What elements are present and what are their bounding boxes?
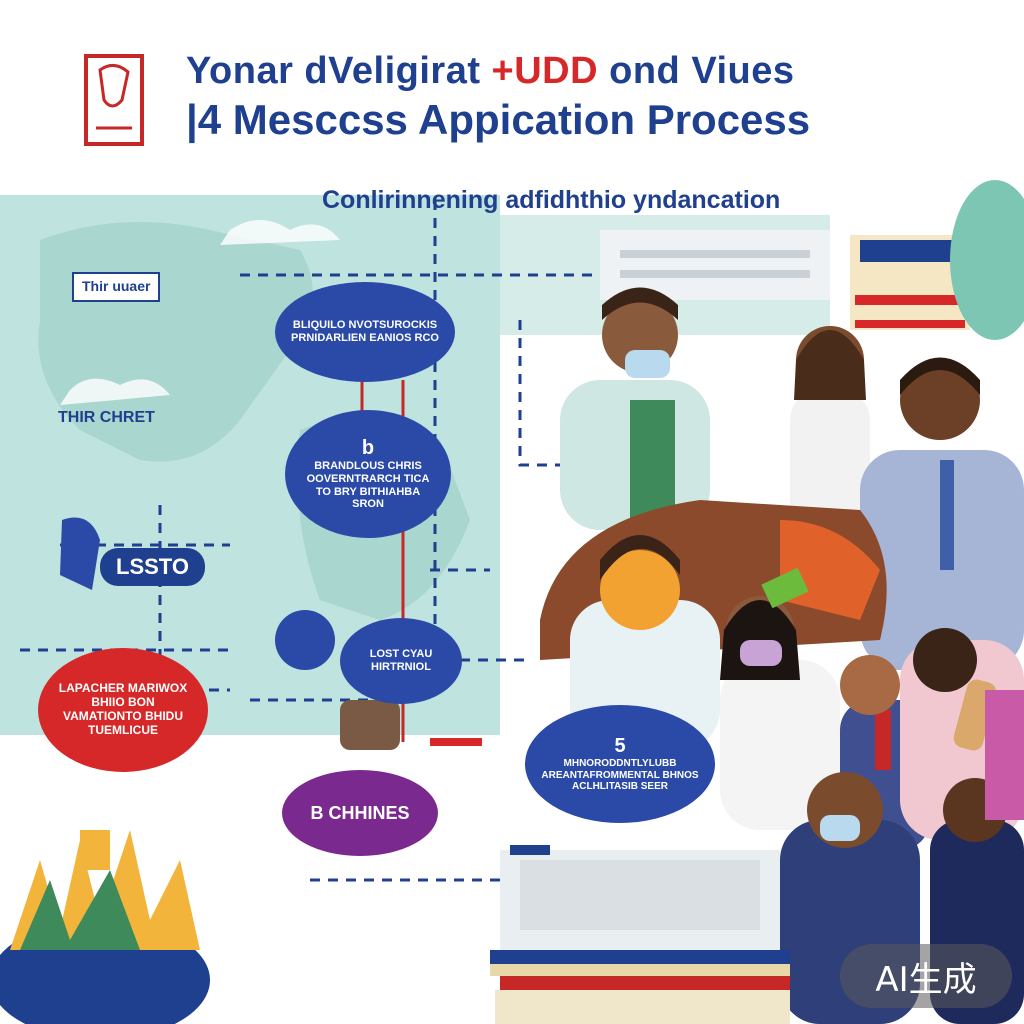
step-bubble-2-text: BRANDLOUS CHRIS OOVERNTRARCH TICA TO BRY… bbox=[306, 460, 430, 511]
map-cloud bbox=[60, 378, 170, 405]
page-title-line-1: Yonar dVeligirat +UDD ond Viues bbox=[186, 50, 795, 93]
title-accent: +UDD bbox=[491, 50, 599, 92]
title-part-2: ond Viues bbox=[598, 50, 795, 92]
ai-generated-watermark: AI生成 bbox=[840, 944, 1012, 1008]
step-bubble-5-text: MHNORODDNTLYLUBB AREANTAFROMMENTAL BHNOS… bbox=[541, 758, 699, 793]
red-bubble-text: LAPACHER MARIWOX BHIIO BON VAMATIONTO BH… bbox=[58, 681, 188, 737]
step-bubble-3-text: LOST CYAU HIRTRNIOL bbox=[369, 648, 433, 673]
red-bar bbox=[430, 738, 482, 746]
step-bubble-1: BLIQUILO NVOTSUROCKIS PRNIDARLIEN EANIOS… bbox=[275, 282, 455, 382]
page-title-line-2: |4 Mesccss Appication Process bbox=[186, 96, 811, 143]
map-label-a: Thir uuaer bbox=[72, 272, 161, 302]
logo-emblem bbox=[84, 54, 144, 146]
step-bubble-2-number: b bbox=[361, 437, 375, 460]
step-bubble-1-text: BLIQUILO NVOTSUROCKIS PRNIDARLIEN EANIOS… bbox=[291, 319, 439, 344]
plant-illustration bbox=[0, 830, 210, 1024]
step-bubble-5: 5 MHNORODDNTLYLUBB AREANTAFROMMENTAL BHN… bbox=[525, 705, 715, 823]
step-bubble-5-number: 5 bbox=[614, 735, 626, 758]
step-bubble-2: b BRANDLOUS CHRIS OOVERNTRARCH TICA TO B… bbox=[285, 410, 451, 538]
step-bubble-3: LOST CYAU HIRTRNIOL bbox=[340, 618, 462, 704]
purple-bubble-text: B CHHINES bbox=[310, 802, 410, 823]
purple-bubble: B CHHINES bbox=[282, 770, 438, 856]
tree bbox=[950, 180, 1024, 340]
map-label-c: LSSTO bbox=[100, 548, 205, 586]
crowd bbox=[540, 287, 1024, 1024]
map-label-b: THIR CHRET bbox=[58, 409, 155, 426]
badge-shapes bbox=[60, 517, 400, 750]
book-stack bbox=[490, 845, 790, 1024]
red-bubble: LAPACHER MARIWOX BHIIO BON VAMATIONTO BH… bbox=[38, 648, 208, 772]
title-part-1: Yonar dVeligirat bbox=[186, 50, 492, 92]
subtitle: Conlirinnening adfidhthio yndancation bbox=[322, 186, 781, 214]
map-cloud-2 bbox=[220, 220, 340, 245]
